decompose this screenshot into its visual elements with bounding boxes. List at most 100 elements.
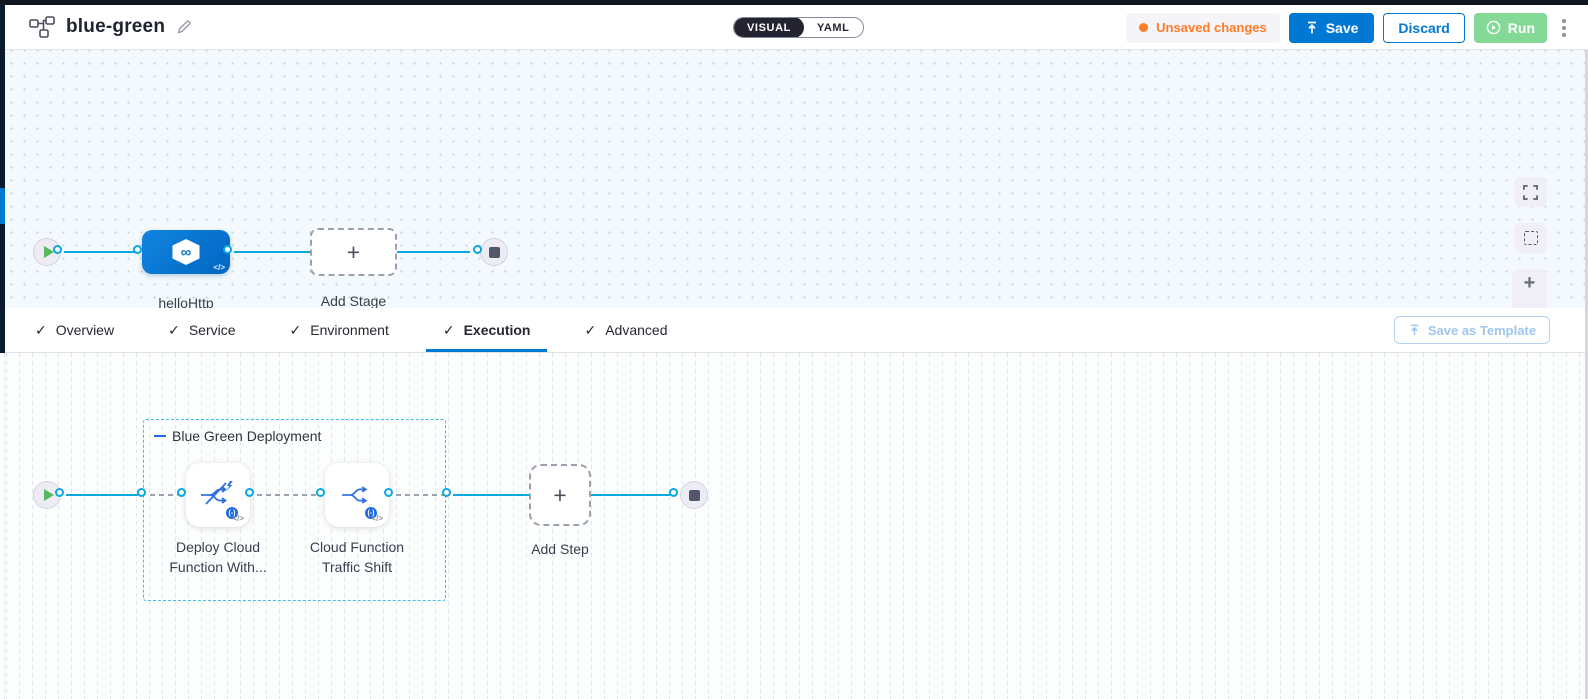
connector-point[interactable] [133, 245, 142, 254]
step-group-header: Blue Green Deployment [154, 428, 321, 444]
connector-point[interactable] [245, 488, 254, 497]
add-step-button[interactable]: + [529, 464, 591, 526]
more-options-button[interactable] [1556, 15, 1572, 41]
step-label: Cloud Function Traffic Shift [309, 539, 405, 575]
plus-icon: + [346, 238, 361, 265]
pipeline-header: blue-green VISUAL YAML Unsaved changes S… [5, 5, 1588, 50]
marquee-icon [1523, 231, 1538, 245]
connector-point[interactable] [669, 488, 678, 497]
tab-execution[interactable]: ✓ Execution [425, 308, 548, 352]
check-icon: ✓ [584, 321, 597, 338]
tab-label: Service [188, 322, 236, 338]
run-play-icon [1486, 20, 1501, 35]
connector-point[interactable] [55, 488, 64, 497]
plus-icon: + [553, 481, 567, 508]
left-nav-rail [0, 5, 5, 353]
collapse-dash-icon[interactable] [154, 435, 166, 437]
edit-pencil-icon[interactable] [176, 19, 192, 35]
connector-line [64, 251, 137, 253]
tab-label: Execution [463, 322, 531, 338]
pipeline-icon [29, 16, 55, 38]
tab-label: Environment [310, 322, 389, 338]
yaml-mode-button[interactable]: YAML [816, 21, 850, 34]
connector-line [591, 494, 670, 496]
pipeline-title-group: blue-green [29, 5, 192, 49]
connector-point[interactable] [442, 488, 451, 497]
step-node-traffic-shift[interactable]: (-) </> [325, 463, 389, 527]
discard-button[interactable]: Discard [1383, 12, 1465, 43]
tab-overview[interactable]: ✓ Overview [18, 308, 131, 352]
play-icon [43, 489, 54, 501]
connector-point[interactable] [316, 488, 325, 497]
connector-line-dashed [396, 494, 444, 496]
discard-label: Discard [1398, 19, 1450, 36]
cloud-function-badge-icon: (-) [363, 505, 379, 521]
step-group-blue-green-deployment[interactable]: Blue Green Deployment [143, 419, 446, 601]
visual-mode-button[interactable]: VISUAL [734, 18, 804, 37]
cloud-function-badge-icon: (-) [224, 505, 240, 521]
execution-start-node[interactable] [33, 481, 61, 509]
connector-line [453, 494, 529, 496]
run-label: Run [1507, 19, 1535, 36]
connector-point[interactable] [473, 245, 482, 254]
save-as-template-label: Save as Template [1427, 322, 1536, 338]
stage-label: helloHttp [158, 295, 214, 311]
deploy-without-traffic-icon [201, 481, 233, 505]
traffic-shift-icon [342, 486, 368, 504]
connector-point[interactable] [177, 488, 186, 497]
connector-point[interactable] [384, 488, 393, 497]
tab-advanced[interactable]: ✓ Advanced [567, 308, 684, 352]
connector-line [397, 251, 470, 253]
tab-environment[interactable]: ✓ Environment [273, 308, 406, 352]
stop-icon [488, 246, 500, 258]
save-button[interactable]: Save [1288, 12, 1375, 43]
fullscreen-button[interactable] [1514, 177, 1547, 207]
upload-icon [1307, 21, 1316, 33]
tab-service[interactable]: ✓ Service [151, 308, 252, 352]
stage-config-tabs: ✓ Overview ✓ Service ✓ Environment ✓ Exe… [5, 308, 1585, 353]
rail-scroll-indicator [0, 188, 5, 224]
page-title: blue-green [66, 16, 166, 37]
execution-end-node[interactable] [680, 481, 708, 509]
add-step-label: Add Step [531, 541, 589, 557]
connector-point[interactable] [223, 245, 232, 254]
zoom-in-button[interactable]: + [1523, 272, 1536, 294]
upload-icon [1410, 324, 1419, 335]
pipeline-end-node[interactable] [480, 238, 508, 266]
code-icon: </> [232, 514, 244, 523]
connector-point[interactable] [53, 245, 62, 254]
add-stage-button[interactable]: + [310, 228, 397, 276]
add-stage-label: Add Stage [320, 293, 387, 309]
step-node-deploy-cloud-function[interactable]: (-) </> [186, 463, 250, 527]
check-icon: ✓ [35, 321, 47, 338]
unsaved-dot-icon [1139, 23, 1149, 32]
execution-canvas[interactable]: Execution Rollback [0, 353, 1588, 699]
stop-icon [688, 489, 700, 501]
connector-line-dashed [257, 494, 317, 496]
stage-canvas[interactable]: ∞ </> + helloHttp Add Stage + − [0, 50, 1588, 333]
scrollbar-track[interactable] [1585, 50, 1588, 699]
save-as-template-button[interactable]: Save as Template [1393, 316, 1550, 344]
connector-line-dashed [150, 494, 178, 496]
connector-point[interactable] [137, 488, 146, 497]
step-label: Deploy Cloud Function With... [169, 539, 267, 575]
unsaved-changes-badge: Unsaved changes [1126, 12, 1280, 43]
code-icon: </> [371, 514, 383, 523]
check-icon: ✓ [289, 321, 302, 338]
header-actions: Unsaved changes Save Discard Run [1126, 12, 1572, 43]
check-icon: ✓ [442, 321, 455, 338]
unsaved-changes-label: Unsaved changes [1156, 20, 1267, 35]
code-icon: </> [213, 263, 225, 272]
connector-line [66, 494, 138, 496]
run-button[interactable]: Run [1473, 12, 1547, 43]
tab-label: Overview [55, 322, 115, 338]
connector-line [234, 251, 310, 253]
deploy-stage-icon: ∞ [172, 239, 200, 265]
check-icon: ✓ [168, 321, 180, 338]
tab-label: Advanced [605, 322, 668, 338]
stage-node-hellohttp[interactable]: ∞ </> [142, 230, 230, 274]
step-group-label: Blue Green Deployment [172, 428, 322, 444]
multi-select-button[interactable] [1514, 223, 1547, 253]
fullscreen-icon [1523, 184, 1538, 200]
window-top-edge [0, 0, 1588, 5]
